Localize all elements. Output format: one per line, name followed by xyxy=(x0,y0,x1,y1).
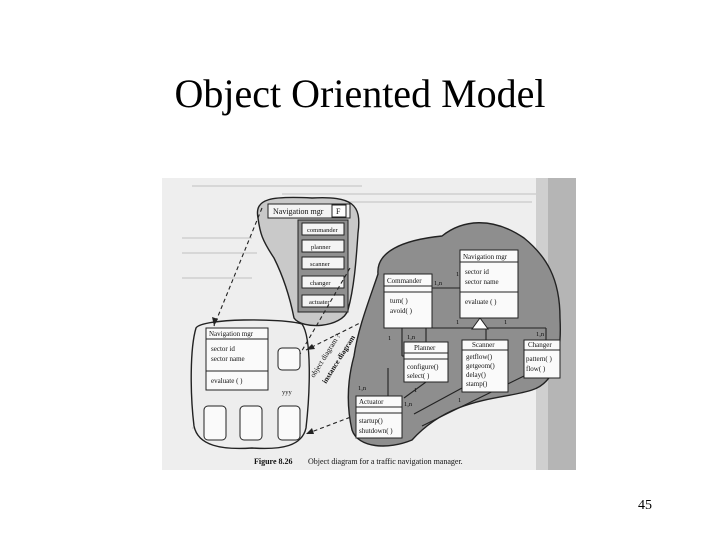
left-bottom-part-top xyxy=(277,347,301,371)
left-top-class-name: Navigation mgr xyxy=(273,207,324,216)
left-bottom-part-row xyxy=(203,405,301,441)
mult-commander-nav: 1,n xyxy=(434,280,443,287)
left-bottom-attr-1: sector id xyxy=(211,345,235,353)
commander-name: Commander xyxy=(387,277,422,285)
part-actuater: actuater xyxy=(309,299,330,306)
left-top-flag-box xyxy=(331,204,347,218)
figure-caption-label: Figure 8.26 xyxy=(254,457,293,466)
planner-box xyxy=(403,341,449,383)
mult-one-nav-bottom-right: 1 xyxy=(504,319,507,326)
scanner-op-2: getgeom() xyxy=(466,362,495,370)
changer-name: Changer xyxy=(528,341,552,349)
left-top-part-boxes xyxy=(301,222,345,308)
figure-caption-text: Object diagram for a traffic navigation … xyxy=(308,457,463,466)
right-nav-operation: evaluate ( ) xyxy=(465,298,497,306)
mult-nav-changer: 1,n xyxy=(536,331,545,338)
aggregation-triangle xyxy=(471,317,489,330)
commander-op-2: avoid( ) xyxy=(390,307,413,315)
mult-actuator-left: 1,n xyxy=(358,385,367,392)
scanner-box xyxy=(461,339,509,393)
left-bottom-operation: evaluate ( ) xyxy=(211,377,243,385)
page-number: 45 xyxy=(638,498,652,513)
slide-title: Object Oriented Model xyxy=(174,71,546,116)
left-bottom-class-box xyxy=(205,327,269,391)
commander-box xyxy=(383,273,433,329)
mult-one-nav-top: 1 xyxy=(456,271,459,278)
mult-actuator-right: 1,n xyxy=(404,401,413,408)
commander-op-1: turn( ) xyxy=(390,297,408,305)
part-planner: planner xyxy=(311,244,331,251)
changer-op-2: flow( ) xyxy=(526,365,546,373)
planner-op-2: select( ) xyxy=(407,372,430,380)
right-nav-attr-1: sector id xyxy=(465,268,489,276)
right-nav-attr-2: sector name xyxy=(465,278,499,286)
left-top-flag: F xyxy=(336,207,341,216)
right-nav-name: Navigation mgr xyxy=(463,253,508,261)
planner-op-1: configure() xyxy=(407,363,439,371)
scanner-op-3: delay() xyxy=(466,371,486,379)
left-bottom-class-name: Navigation mgr xyxy=(209,330,254,338)
part-changer: changer xyxy=(310,280,331,287)
actuator-name: Actuator xyxy=(359,398,384,406)
mult-one-scanner: 1 xyxy=(458,397,461,404)
dashed-arrowhead-1 xyxy=(212,317,218,326)
changer-op-1: pattern( ) xyxy=(526,355,553,363)
dashed-arrowhead-2 xyxy=(306,344,315,350)
right-nav-box xyxy=(459,249,519,319)
mult-one-commander: 1 xyxy=(388,335,391,342)
left-bottom-small-label: yyy xyxy=(282,389,293,396)
left-bottom-attr-2: sector name xyxy=(211,355,245,363)
changer-box xyxy=(523,339,561,379)
planner-name: Planner xyxy=(414,344,436,352)
part-scanner: scanner xyxy=(310,261,331,268)
actuator-op-1: startup() xyxy=(359,417,383,425)
mult-nav-planner: 1,n xyxy=(407,334,416,341)
object-diagram-photo: Navigation mgr F commander planner scann… xyxy=(162,178,576,470)
dashed-arrowhead-3 xyxy=(306,428,314,434)
mult-one-planner: 1 xyxy=(414,387,417,394)
mult-one-nav-bottom: 1 xyxy=(456,319,459,326)
part-commander: commander xyxy=(307,227,339,234)
left-top-class-box xyxy=(267,203,351,219)
scanner-op-1: getflow() xyxy=(466,353,493,361)
actuator-box xyxy=(355,395,403,439)
scanner-name: Scanner xyxy=(472,341,495,349)
actuator-op-2: shutdown( ) xyxy=(359,427,393,435)
scanner-op-4: stamp() xyxy=(466,380,488,388)
